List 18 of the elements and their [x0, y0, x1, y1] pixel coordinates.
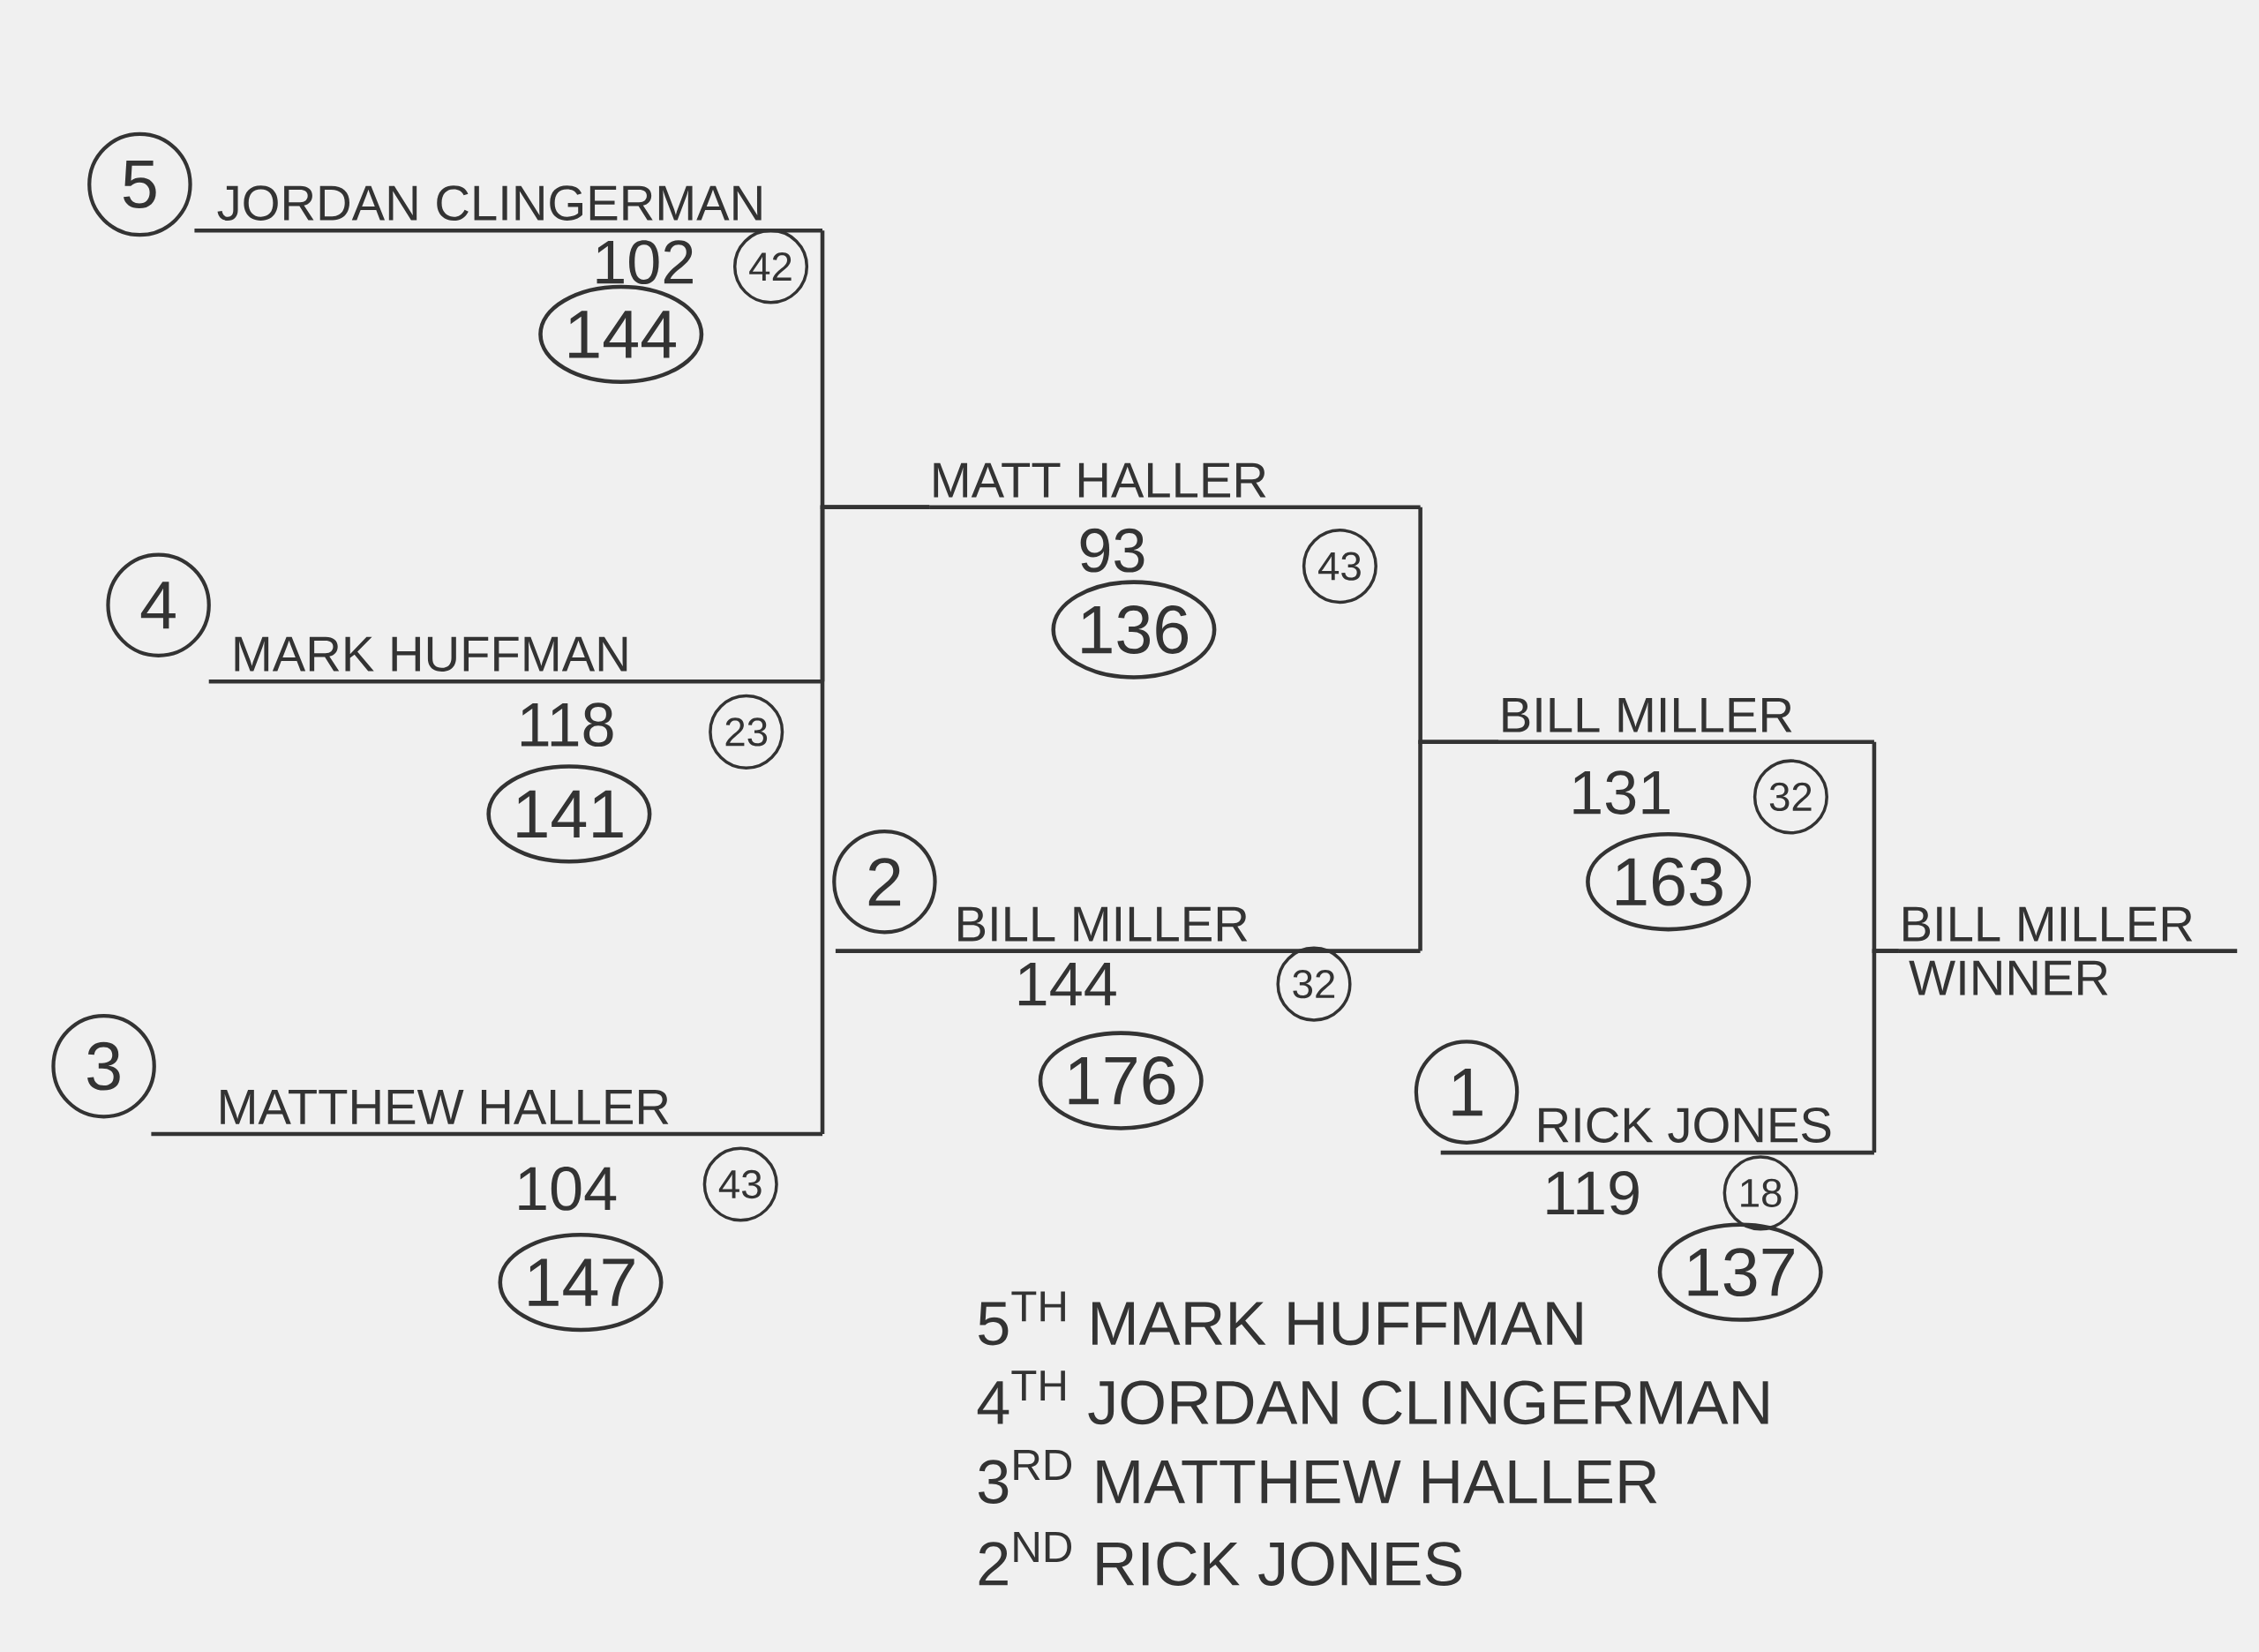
bracket-line [1872, 949, 1899, 1153]
score-text: 104 [519, 1167, 617, 1211]
placing-note: 5$^{TH}$ MARK HUFFMAN [979, 1291, 1582, 1346]
name-line: MATT HALLER [929, 462, 1421, 509]
name-line: BILL MILLER [1498, 697, 1874, 745]
placing-note: 4$^{TH}$ JORDAN CLINGERMAN [977, 1370, 1768, 1425]
bracket-line [1418, 740, 1498, 951]
score-text: 119 [1547, 1170, 1639, 1215]
score-text: 93 [1080, 528, 1145, 573]
placing-note: 2$^{ND}$ RICK JONES [979, 1532, 1462, 1586]
placing-note: 3$^{RD}$ MATTHEW HALLER [978, 1450, 1657, 1504]
score-text: 131 [1573, 770, 1670, 815]
score-text: 118 [521, 702, 613, 747]
name-line: MARK HUFFMAN [208, 636, 822, 684]
name-line: BILL MILLER WINNER [1898, 906, 2238, 995]
bracket-line [820, 505, 930, 1134]
score-text: 144 [1018, 962, 1116, 1006]
score-text: 102 [597, 240, 693, 284]
